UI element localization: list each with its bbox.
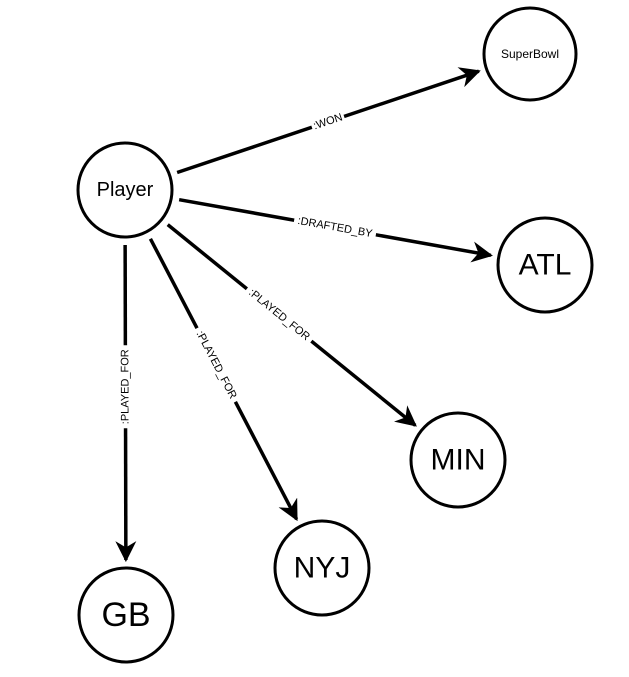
node-circle: [482, 6, 578, 102]
edge-player-gb[interactable]: :PLAYED_FOR: [115, 244, 137, 563]
edge-label: :PLAYED_FOR: [119, 349, 131, 424]
node-label: SuperBowl: [501, 47, 559, 61]
node-atl[interactable]: ATL: [496, 216, 594, 314]
node-superbowl[interactable]: SuperBowl: [482, 6, 578, 102]
edge-player-superbowl[interactable]: :WON: [176, 67, 481, 175]
node-nyj[interactable]: NYJ: [273, 519, 371, 617]
node-circle: [273, 519, 371, 617]
node-label: GB: [101, 596, 150, 634]
edge-label-background: [117, 345, 134, 429]
edge-label: :PLAYED_FOR: [194, 329, 239, 401]
edge-label-background: [292, 212, 378, 243]
edge-label: :DRAFTED_BY: [297, 215, 374, 240]
edge-label-background: [309, 108, 347, 135]
node-label: ATL: [519, 249, 572, 282]
node-min[interactable]: MIN: [409, 411, 507, 509]
node-label: MIN: [431, 444, 486, 477]
node-circle: [76, 141, 174, 239]
node-circle: [77, 566, 175, 664]
edge-player-min[interactable]: :PLAYED_FOR: [166, 223, 417, 427]
node-circle: [496, 216, 594, 314]
edge-label-background: [189, 324, 243, 406]
node-player[interactable]: Player: [76, 141, 174, 239]
node-gb[interactable]: GB: [77, 566, 175, 664]
edge-player-nyj[interactable]: :PLAYED_FOR: [148, 237, 299, 522]
node-label: NYJ: [294, 552, 351, 585]
edge-label: :PLAYED_FOR: [246, 287, 312, 344]
node-label: Player: [97, 179, 154, 201]
edge-label-background: [241, 282, 317, 348]
node-circle: [409, 411, 507, 509]
edge-player-atl[interactable]: :DRAFTED_BY: [178, 197, 493, 263]
